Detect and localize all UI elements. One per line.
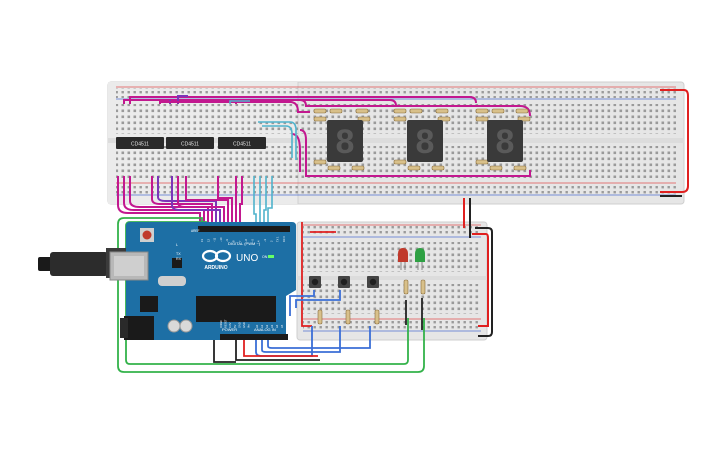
- pin-label: A0: [255, 324, 259, 328]
- pushbutton-1[interactable]: [309, 276, 321, 288]
- small-board-wires[interactable]: [301, 222, 423, 330]
- pin-label: GND: [237, 322, 241, 328]
- rx-label: RX: [176, 257, 182, 261]
- digital-header[interactable]: [198, 226, 290, 232]
- l-led-label: L: [176, 243, 178, 247]
- on-led: [268, 255, 274, 258]
- decoder-chip[interactable]: CD4511: [116, 137, 164, 149]
- pin-label: ~6: [244, 238, 248, 242]
- pin-label: 12: [206, 239, 210, 242]
- aref-label: AREF: [191, 229, 200, 233]
- pin-label: A1: [260, 324, 264, 328]
- pin-label: 13: [200, 239, 204, 242]
- pin-label: ~9: [225, 238, 229, 242]
- decoder-chip[interactable]: CD4511: [218, 137, 266, 149]
- tx-label: TX: [176, 252, 181, 256]
- small-board-resistors[interactable]: [317, 279, 426, 325]
- arduino-logo: ARDUINO: [201, 249, 232, 271]
- decoder-chip[interactable]: CD4511: [166, 137, 214, 149]
- power-wires[interactable]: [463, 89, 689, 337]
- usb-chip: [172, 258, 182, 268]
- reset-button[interactable]: [140, 228, 154, 242]
- wire-bundle-chips[interactable]: [117, 95, 531, 226]
- small-breadboard[interactable]: [296, 221, 488, 341]
- regulator: [140, 296, 158, 312]
- chip-group: CD4511 CD4511 CD4511: [116, 137, 266, 149]
- pin-label: 4: [257, 240, 261, 242]
- display-digit: 8: [336, 123, 355, 161]
- pin-label: 5V: [233, 325, 237, 328]
- pin-label: ~5: [250, 238, 254, 242]
- dc-jack[interactable]: [120, 316, 154, 340]
- pin-label: 7: [238, 240, 242, 242]
- pin-label: GND: [242, 322, 246, 328]
- pin-label: IOREF: [219, 320, 223, 328]
- display-3[interactable]: 8: [487, 120, 523, 162]
- display-digit: 8: [496, 123, 515, 161]
- display-2[interactable]: 8: [407, 120, 443, 162]
- pin-label: ~10: [219, 237, 223, 242]
- chip-label: CD4511: [181, 142, 199, 148]
- pin-label: ~11: [213, 237, 217, 242]
- digital-label: DIGITAL (PWM ~): [228, 241, 261, 246]
- on-led-label: ON: [262, 255, 268, 259]
- chip-label: CD4511: [131, 142, 149, 148]
- pushbutton-2[interactable]: [338, 276, 350, 288]
- pin-label: ~3: [263, 238, 267, 242]
- usb-cable[interactable]: [38, 248, 149, 281]
- pin-label: A3: [270, 324, 274, 328]
- pin-label: 3.3V: [228, 322, 232, 328]
- chip-label: CD4511: [233, 142, 251, 148]
- pin-label: A4: [275, 324, 279, 328]
- arduino-uno[interactable]: ARDUINO UNO DIGITAL (PWM ~) POWER ANALOG…: [38, 222, 296, 340]
- svg-text:ARDUINO: ARDUINO: [204, 265, 227, 271]
- pin-label: A2: [265, 324, 269, 328]
- pin-label: TX 1: [276, 236, 280, 242]
- pushbutton-3[interactable]: [367, 276, 379, 288]
- power-analog-header[interactable]: [220, 334, 288, 340]
- pin-label: RX 0: [282, 236, 286, 242]
- crystal: [158, 276, 186, 286]
- pin-label: Vin: [247, 324, 251, 328]
- display-digit: 8: [416, 123, 435, 161]
- board-model: UNO: [236, 253, 258, 264]
- pin-label: A5: [280, 324, 284, 328]
- wire-bundle-cyan[interactable]: [229, 100, 297, 226]
- microcontroller-chip: [196, 296, 276, 322]
- display-1[interactable]: 8: [327, 120, 363, 162]
- pin-label: 8: [232, 240, 236, 242]
- pin-label: 2: [269, 240, 273, 242]
- pin-label: RESET: [224, 319, 228, 328]
- power-label: POWER: [222, 327, 237, 332]
- green-led[interactable]: [415, 248, 425, 270]
- analog-label: ANALOG IN: [254, 327, 276, 332]
- red-led[interactable]: [398, 248, 408, 270]
